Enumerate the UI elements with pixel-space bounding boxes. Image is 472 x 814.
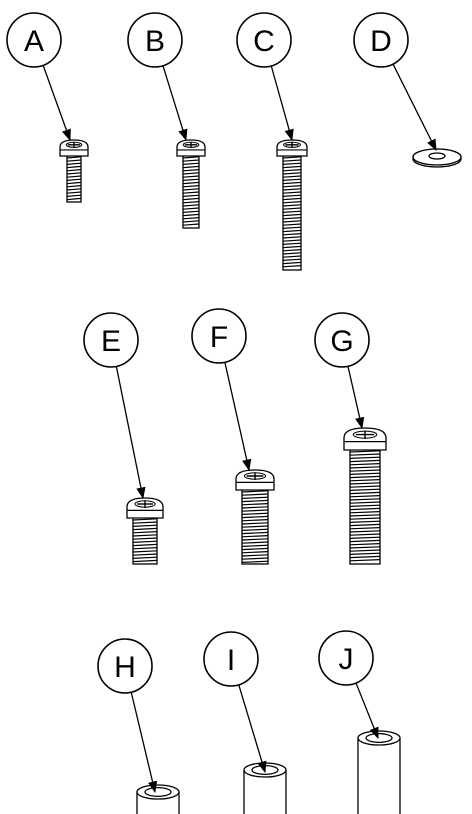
part-j: J [318,630,401,814]
callout-circle [318,630,374,686]
callout-label: J [339,643,354,676]
spacer-short-icon [136,784,180,814]
callout-circle [83,312,139,368]
leader-line [355,682,379,740]
part-e: E [83,312,164,565]
leader-line [392,63,437,152]
washer-icon [412,148,462,168]
leader-line [162,65,188,142]
callout-label: E [101,325,121,358]
callout-label: D [370,25,392,58]
callout-label: B [145,25,165,58]
leader-line [270,65,294,142]
part-g: G [314,312,387,565]
screw-wide-medium-icon [235,469,275,565]
leader-line [115,366,146,500]
callout-label: I [227,644,235,677]
part-a: A [6,12,89,203]
leader-line [347,366,365,430]
callout-circle [314,312,370,368]
part-c: C [236,12,308,271]
spacer-long-icon [357,730,401,814]
callout-circle [191,308,247,364]
screw-wide-long-icon [343,427,387,565]
screw-short-icon [59,139,89,203]
leader-line [130,692,158,794]
callout-label: H [114,651,136,684]
part-f: F [191,308,275,565]
callout-circle [236,12,292,68]
callout-label: A [24,25,44,58]
leader-line [42,65,71,142]
screw-long-icon [276,139,308,271]
callout-label: F [210,321,228,354]
callout-circle [6,12,62,68]
callout-circle [203,631,259,687]
part-h: H [97,638,180,814]
callout-circle [353,12,409,68]
screw-medium-icon [176,139,206,229]
part-i: I [203,631,287,814]
leader-line [224,362,252,472]
part-b: B [127,12,206,229]
callout-label: C [253,25,275,58]
leader-line [238,684,267,774]
callout-circle [97,638,153,694]
callout-label: G [330,325,353,358]
callout-circle [127,12,183,68]
part-d: D [353,12,462,168]
screw-wide-short-icon [126,497,164,565]
